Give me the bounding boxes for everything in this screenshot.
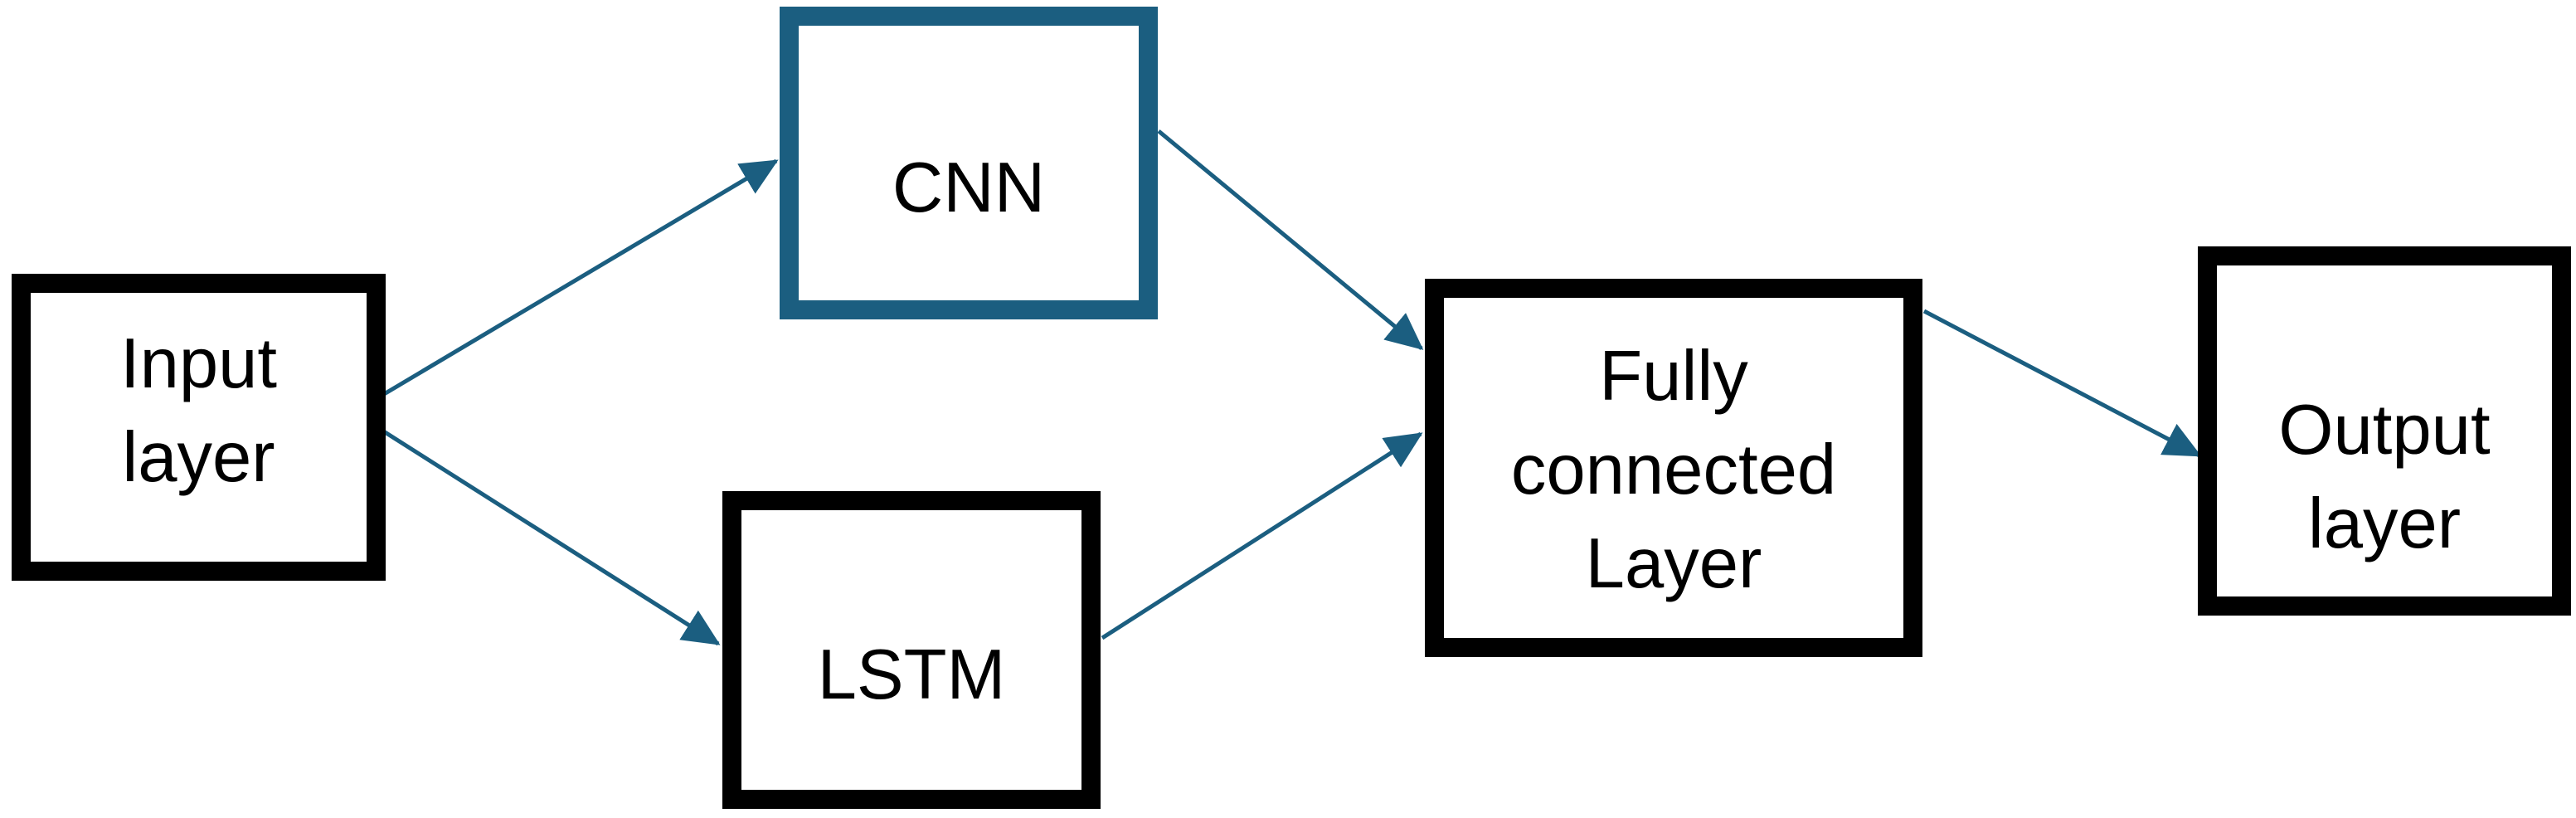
arrow-fully-connected-to-output — [1922, 309, 2202, 458]
node-lstm-label: LSTM — [817, 635, 1006, 714]
node-input-layer-label: Input layer — [119, 324, 278, 497]
arrow-input-to-lstm — [372, 422, 721, 646]
arrow-cnn-to-fully-connected — [1157, 129, 1424, 350]
node-output-layer-label: Output layer — [2278, 390, 2491, 563]
node-fully-connected-layer: Fully connected Layer — [1425, 279, 1922, 657]
node-cnn-label: CNN — [892, 149, 1046, 227]
node-fully-connected-layer-label: Fully connected Layer — [1510, 336, 1837, 603]
arrow-lstm-to-fully-connected — [1101, 431, 1423, 640]
node-cnn: CNN — [780, 7, 1158, 319]
node-output-layer: Output layer — [2198, 246, 2571, 616]
node-lstm: LSTM — [722, 491, 1101, 809]
node-input-layer: Input layer — [12, 274, 386, 581]
arrow-input-to-cnn — [374, 158, 779, 402]
